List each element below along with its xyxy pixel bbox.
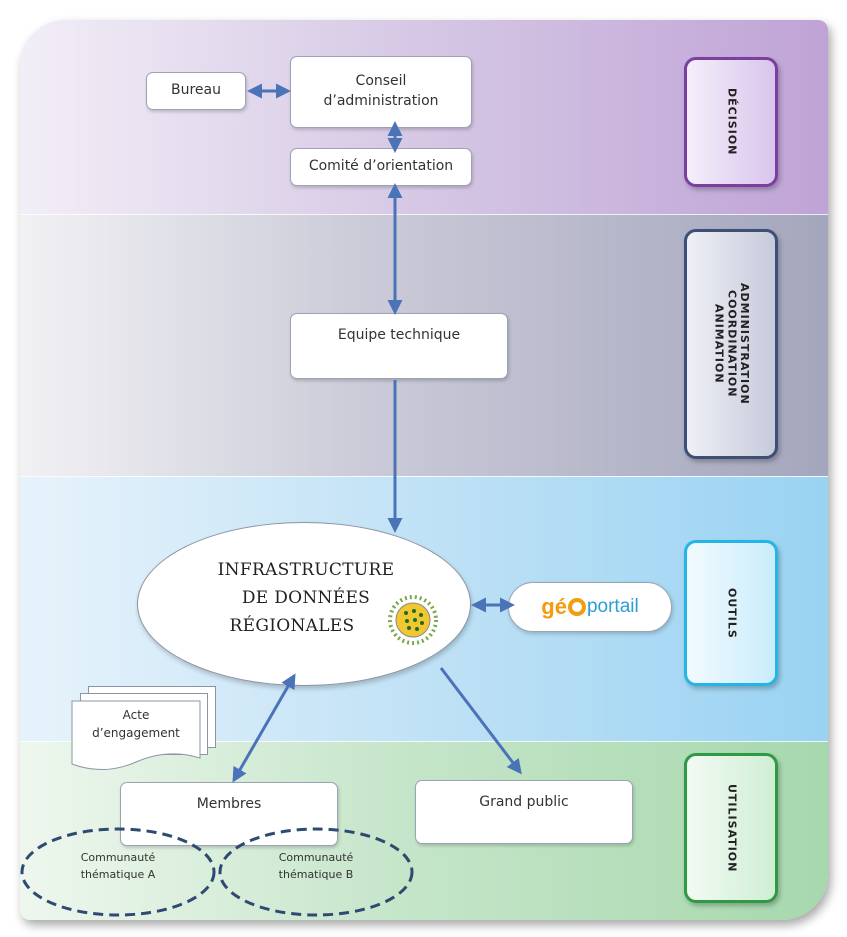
bureau-box: Bureau xyxy=(146,72,246,110)
equipe-technique-box: Equipe technique xyxy=(290,313,508,379)
section-outils-label: OUTILS xyxy=(725,587,739,639)
membres-label: Membres xyxy=(196,796,262,812)
idr-title-line3: RÉGIONALES xyxy=(229,616,355,636)
conseil-box: Conseil d’administration xyxy=(290,56,472,128)
communaute-a-line2: thématique A xyxy=(80,867,156,881)
band-divider xyxy=(20,476,828,477)
communaute-b-line2: thématique B xyxy=(278,867,354,881)
acte-engagement-text: Acte d’engagement xyxy=(72,706,200,742)
bureau-label: Bureau xyxy=(171,82,221,99)
band-divider xyxy=(20,741,828,742)
membres-box: Membres xyxy=(120,782,338,846)
communaute-b-label: Communauté thématique B xyxy=(256,850,376,883)
geoportail-logo: gé portail xyxy=(508,582,672,632)
grand-public-label: Grand public xyxy=(479,794,569,810)
section-decision: DÉCISION xyxy=(684,57,778,187)
geoportail-ge: gé xyxy=(541,594,567,619)
idr-title-line2: DE DONNÉES xyxy=(241,588,371,608)
communaute-a-line1: Communauté xyxy=(80,851,156,864)
section-decision-label: DÉCISION xyxy=(725,88,739,156)
comite-label: Comité d’orientation xyxy=(308,158,454,175)
section-outils: OUTILS xyxy=(684,540,778,686)
section-utilisation-label: UTILISATION xyxy=(725,783,739,873)
communaute-b-line1: Communauté xyxy=(278,851,354,864)
comite-box: Comité d’orientation xyxy=(290,148,472,186)
communaute-a-label: Communauté thématique A xyxy=(58,850,178,883)
section-utilisation: UTILISATION xyxy=(684,753,778,903)
conseil-label-line1: Conseil xyxy=(355,73,407,90)
geoportail-o-icon xyxy=(567,598,586,616)
band-divider xyxy=(20,214,828,215)
conseil-label-line2: d’administration xyxy=(323,93,439,109)
section-administration: ADMINISTRATION COORDINATION ANIMATION xyxy=(684,229,778,459)
idr-title-line1: INFRASTRUCTURE xyxy=(217,560,395,580)
geoportail-portail: portail xyxy=(586,596,639,617)
acte-line2: d’engagement xyxy=(92,726,180,740)
grand-public-box: Grand public xyxy=(415,780,633,844)
section-administration-label: ADMINISTRATION COORDINATION ANIMATION xyxy=(712,283,751,405)
acte-line1: Acte xyxy=(122,708,150,722)
equipe-label: Equipe technique xyxy=(337,327,461,343)
